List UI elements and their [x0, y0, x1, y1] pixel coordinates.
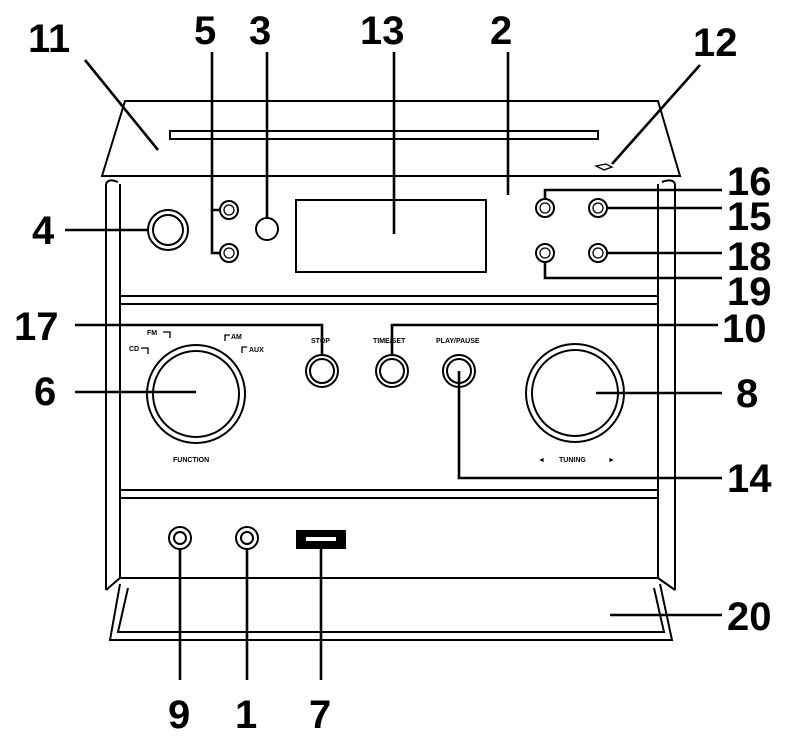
tuning-left-icon: ◄ [538, 457, 545, 464]
callout-13: 13 [360, 9, 405, 53]
callout-numbers: 11 5 3 13 2 12 4 16 15 18 19 17 10 6 8 1… [14, 9, 772, 737]
usb-port-7[interactable] [296, 530, 346, 549]
knob-4[interactable] [147, 209, 189, 251]
jack-9[interactable] [168, 526, 192, 550]
lid-release-icon [594, 163, 614, 171]
callout-12: 12 [693, 21, 738, 65]
button-16[interactable] [535, 198, 555, 218]
callout-1: 1 [235, 693, 257, 737]
function-label-fm: FM [147, 330, 157, 337]
callout-15: 15 [727, 195, 772, 239]
tuning-label: TUNING [559, 457, 586, 464]
display-13 [295, 199, 487, 273]
callout-4: 4 [32, 209, 55, 253]
callout-17: 17 [14, 305, 59, 349]
function-knob[interactable] [146, 344, 246, 444]
time-set-button[interactable] [375, 354, 409, 388]
callout-10: 10 [722, 307, 767, 351]
function-label-cd: CD [129, 346, 139, 353]
jack-5-lower[interactable] [219, 243, 239, 263]
button-18[interactable] [588, 243, 608, 263]
function-label: FUNCTION [173, 457, 209, 464]
leader-lines [65, 52, 722, 680]
bottom-tray [105, 577, 676, 641]
main-body [102, 175, 680, 590]
function-label-aux: AUX [249, 347, 264, 354]
callout-9: 9 [168, 693, 190, 737]
callout-2: 2 [490, 9, 512, 53]
function-label-am: AM [231, 334, 242, 341]
play-pause-label: PLAY/PAUSE [436, 338, 480, 345]
jack-5-upper[interactable] [219, 200, 239, 220]
callout-16: 16 [727, 160, 772, 204]
callout-8: 8 [736, 372, 758, 416]
function-scale-marks [141, 331, 247, 354]
tuning-right-icon: ► [608, 457, 615, 464]
jack-1[interactable] [235, 526, 259, 550]
callout-6: 6 [34, 370, 56, 414]
callout-19: 19 [727, 270, 772, 314]
callout-14: 14 [727, 457, 772, 501]
callout-11: 11 [28, 17, 70, 61]
callout-20: 20 [727, 595, 772, 639]
button-15[interactable] [588, 198, 608, 218]
callout-18: 18 [727, 235, 772, 279]
sensor-3 [255, 217, 279, 241]
callout-5: 5 [194, 9, 216, 53]
stop-button[interactable] [305, 354, 339, 388]
callout-7: 7 [309, 693, 331, 737]
button-19[interactable] [535, 243, 555, 263]
callout-3: 3 [249, 9, 271, 53]
time-set-label: TIME/SET [373, 338, 406, 345]
stop-label: STOP [311, 338, 330, 345]
top-cd-lid [100, 100, 682, 177]
